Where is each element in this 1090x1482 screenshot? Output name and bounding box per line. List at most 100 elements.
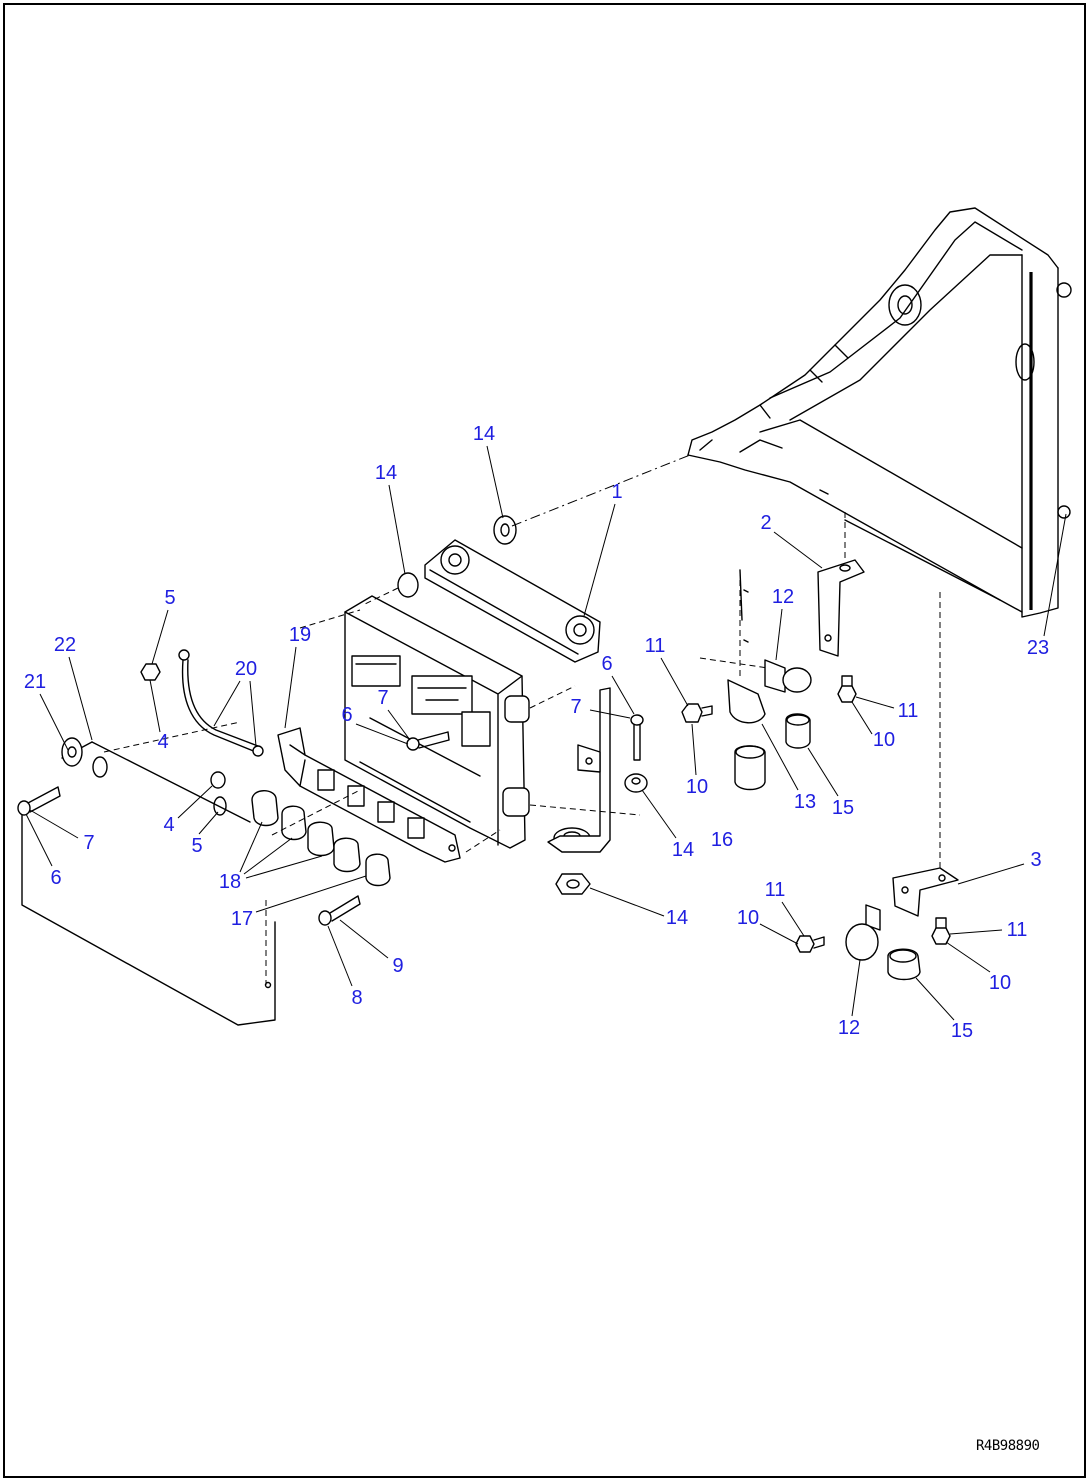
assembly-line-clamp-upper — [699, 657, 769, 669]
leader-line-28a — [239, 821, 263, 873]
leader-line-0 — [486, 445, 504, 519]
callout-part-12: 12 — [837, 1017, 861, 1039]
callout-part-5: 5 — [191, 835, 203, 857]
bolt-10-head-right — [837, 685, 857, 703]
washer-21-hole — [67, 746, 77, 758]
controller-boss-lower — [502, 787, 530, 817]
part-17-18-clamps — [251, 790, 391, 887]
clamp-18-c — [307, 821, 335, 857]
callout-part-3: 3 — [1030, 849, 1042, 871]
bushing-16-top — [735, 745, 765, 759]
callout-part-11: 11 — [897, 700, 919, 722]
controller-box-top-edge — [344, 611, 523, 846]
callout-part-22: 22 — [53, 634, 77, 656]
frame-bolt-top — [1056, 282, 1072, 298]
callout-part-21: 21 — [23, 671, 47, 693]
leader-line-21 — [807, 747, 839, 797]
leader-line-3 — [773, 531, 823, 569]
connector-socket-1 — [351, 655, 401, 687]
clamp-18-d — [333, 837, 361, 873]
leader-line-8 — [660, 657, 689, 707]
rubber-mount-mid-inner — [631, 777, 641, 785]
callout-part-13: 13 — [793, 791, 817, 813]
callout-part-7: 7 — [570, 696, 582, 718]
cover-plate-outline — [21, 814, 276, 1026]
leader-line-1 — [388, 484, 406, 575]
leader-line-15 — [855, 696, 895, 709]
assembly-line-plate-box — [271, 789, 361, 836]
leader-line-26 — [641, 789, 677, 839]
frame-bottom-detail — [819, 489, 1001, 601]
part-23-frame — [687, 207, 1072, 618]
leader-line-27 — [25, 813, 53, 867]
part-20-ground-wire — [178, 649, 264, 757]
callout-part-4: 4 — [157, 731, 169, 753]
assembly-line-plate-bracket — [103, 721, 241, 753]
mount-bar-bushing-right — [565, 615, 595, 645]
leader-line-33 — [255, 875, 367, 913]
bushing-16 — [734, 745, 766, 791]
bolt-6-head — [17, 800, 31, 816]
mount-bar-body — [424, 539, 601, 663]
bolt-9-shaft — [329, 895, 361, 922]
bracket-tab-1 — [317, 769, 335, 791]
ring-terminal-top — [178, 649, 190, 661]
frame-hole — [1015, 343, 1035, 381]
callout-part-2: 2 — [760, 512, 772, 534]
clamp-12-lower-tab — [865, 904, 881, 931]
washer-21 — [61, 737, 83, 767]
part-19-connector-bracket — [277, 727, 461, 863]
callout-part-14: 14 — [472, 423, 496, 445]
assembly-lines — [103, 454, 941, 985]
callout-part-10: 10 — [872, 729, 896, 751]
part-1-mount-bar — [424, 539, 601, 663]
leader-line-5 — [775, 608, 783, 661]
leader-line-32 — [949, 929, 1003, 935]
cover-plate-top-edge — [91, 741, 251, 823]
leader-lines — [25, 445, 1067, 1021]
leader-line-29 — [957, 863, 1025, 885]
frame-middle-beam — [759, 419, 1023, 549]
center-bracket — [547, 687, 611, 853]
callout-part-8: 8 — [351, 987, 363, 1009]
clamp-18-b — [281, 805, 307, 841]
leader-line-24 — [29, 809, 79, 839]
callout-part-4: 4 — [163, 814, 175, 836]
leader-line-12 — [39, 693, 69, 751]
leader-line-9 — [1043, 513, 1067, 637]
leader-line-34 — [589, 887, 665, 917]
leader-line-38 — [851, 959, 861, 1017]
mount-bar-bushing-left-inner — [448, 553, 462, 567]
leader-line-13 — [387, 709, 411, 741]
callout-part-11: 11 — [644, 635, 666, 657]
bushing-15-lower — [887, 948, 921, 981]
part-2-bracket — [817, 559, 865, 657]
frame-boss-inner — [897, 295, 913, 315]
bolt-head-controller — [406, 737, 420, 751]
bolt-10-head-left — [681, 703, 703, 723]
callout-part-16: 16 — [710, 829, 734, 851]
leader-line-39 — [915, 977, 955, 1021]
callout-part-14: 14 — [665, 907, 689, 929]
leader-line-11 — [213, 680, 241, 727]
bolt-shaft-center — [633, 724, 641, 761]
washer-5 — [213, 796, 227, 816]
clamp-12-lower — [845, 923, 879, 961]
ring-terminal-bottom — [252, 745, 264, 757]
leader-line-7 — [284, 646, 297, 729]
leader-line-17 — [149, 679, 161, 733]
callout-part-15: 15 — [831, 797, 855, 819]
bracket-3-hole-1 — [901, 886, 909, 894]
callout-part-14: 14 — [671, 839, 695, 861]
callout-part-18: 18 — [218, 871, 242, 893]
callout-part-19: 19 — [288, 624, 312, 646]
leader-line-4 — [151, 609, 169, 665]
leader-line-36 — [945, 941, 991, 973]
bracket-tab-3 — [377, 801, 395, 823]
frame-inner-diagonal — [789, 254, 1023, 421]
bracket-2-hole-top — [839, 564, 851, 572]
clamp-18-a — [251, 790, 279, 827]
part-4-5-fasteners — [140, 663, 227, 816]
frame-inner-diagonal-2 — [769, 221, 1023, 399]
nut-lower — [555, 873, 591, 895]
